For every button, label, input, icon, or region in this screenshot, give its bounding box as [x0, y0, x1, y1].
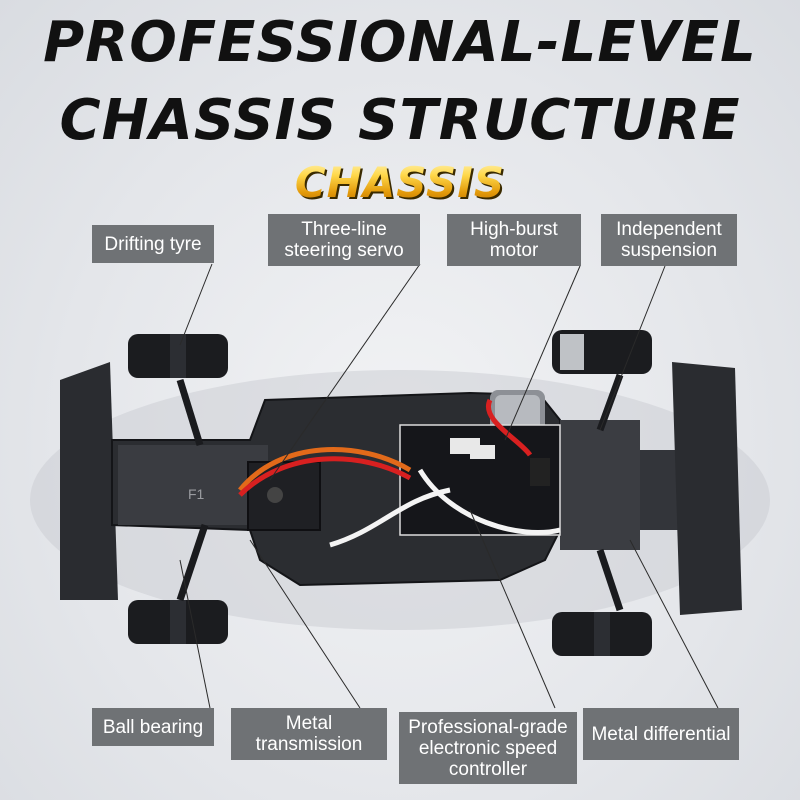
chassis-badge: CHASSIS	[0, 158, 800, 207]
wiring	[238, 398, 561, 548]
suspension-arms	[176, 373, 624, 612]
front-left-wheel	[128, 334, 228, 378]
callout-transmission: Metal transmission	[231, 708, 387, 760]
headline-line-1: PROFESSIONAL-LEVEL	[43, 10, 757, 75]
chassis-part-code: F1	[188, 486, 205, 502]
leader-lines	[179, 263, 719, 709]
callout-esc: Professional-grade electronic speed cont…	[399, 712, 577, 784]
callout-suspension: Independent suspension	[601, 214, 737, 266]
rear-right-wheel	[552, 612, 652, 656]
callout-drifting-tyre: Drifting tyre	[92, 225, 214, 263]
callout-differential: Metal differential	[583, 708, 739, 760]
rear-left-wheel	[128, 600, 228, 644]
callout-motor: High-burst motor	[447, 214, 581, 266]
headline-line-2: CHASSIS STRUCTURE	[59, 88, 741, 153]
callout-steering-servo: Three-line steering servo	[268, 214, 420, 266]
callout-ball-bearing: Ball bearing	[92, 708, 214, 746]
